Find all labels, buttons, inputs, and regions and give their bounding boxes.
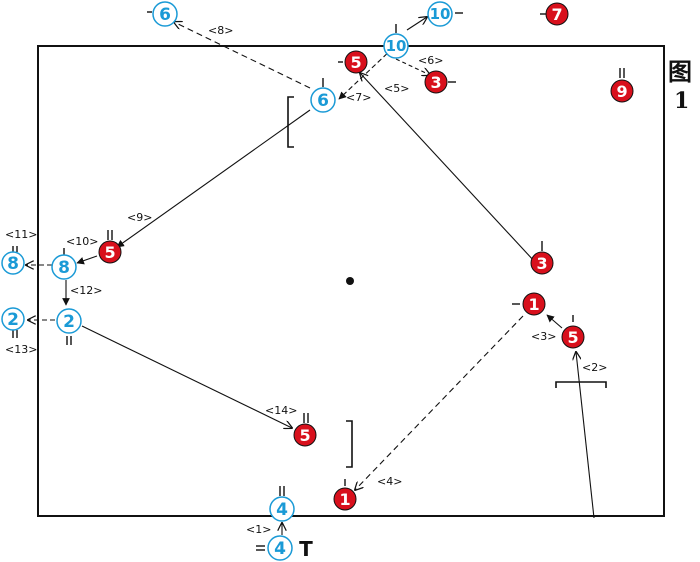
- pass-line-3: [546, 314, 563, 329]
- field-boundary: [37, 45, 665, 517]
- player-red-5-right: 5: [561, 325, 585, 349]
- pass-line-7: [338, 47, 394, 100]
- svg-text:4: 4: [274, 539, 286, 559]
- svg-text:5: 5: [299, 426, 310, 445]
- step-label-10: <10>: [66, 235, 98, 248]
- step-label-9: <9>: [127, 211, 152, 224]
- svg-text:6: 6: [159, 5, 171, 25]
- player-blue-4-out: 4: [267, 535, 293, 561]
- svg-text:2: 2: [7, 310, 19, 330]
- step-label-1: <1>: [246, 523, 271, 536]
- svg-text:10: 10: [386, 37, 407, 55]
- movement-lines: [26, 17, 595, 535]
- svg-text:9: 9: [616, 82, 627, 101]
- svg-text:6: 6: [317, 91, 329, 111]
- player-red-1: 1: [522, 292, 546, 316]
- step-label-14: <14>: [265, 404, 297, 417]
- player-red-1-bottom: 1: [333, 487, 357, 511]
- bracket-mark: [346, 420, 353, 468]
- step-label-4: <4>: [377, 475, 402, 488]
- step-label-5: <5>: [384, 82, 409, 95]
- step-label-3: <3>: [531, 330, 556, 343]
- step-label-12: <12>: [70, 284, 102, 297]
- player-ticks: [12, 11, 625, 551]
- pass-line-10: [76, 255, 98, 265]
- pass-line-8: [174, 22, 311, 89]
- player-red-3: 3: [530, 251, 554, 275]
- step-label-11: <11>: [5, 228, 37, 241]
- center-spot: [346, 277, 354, 285]
- player-blue-8: 8: [51, 254, 77, 280]
- player-blue-6: 6: [310, 87, 336, 113]
- svg-text:4: 4: [276, 500, 288, 520]
- player-blue-6-top: 6: [152, 1, 178, 27]
- player-red-5-left: 5: [98, 240, 122, 264]
- svg-text:10: 10: [430, 5, 451, 23]
- svg-text:3: 3: [430, 73, 441, 92]
- player-blue-10: 10: [383, 33, 409, 59]
- player-blue-4: 4: [269, 496, 295, 522]
- step-labels: <1> <2> <3> <4> <5> <6> <7> <8> <9> <10>…: [5, 24, 607, 536]
- step-label-13: <13>: [5, 343, 37, 356]
- player-blue-8-out: 8: [1, 251, 25, 275]
- player-red-3-top: 3: [424, 70, 448, 94]
- run-line-2: [576, 352, 595, 519]
- figure-label-char: 图: [668, 57, 692, 86]
- step-label-2: <2>: [582, 361, 607, 374]
- run-line-5: [360, 73, 536, 263]
- step-label-6: <6>: [418, 54, 443, 67]
- svg-text:8: 8: [7, 254, 19, 274]
- svg-text:3: 3: [536, 254, 547, 273]
- svg-text:5: 5: [567, 328, 578, 347]
- svg-text:1: 1: [528, 295, 539, 314]
- svg-text:8: 8: [58, 258, 70, 278]
- pass-line-14: [81, 325, 292, 428]
- svg-text:5: 5: [350, 53, 361, 72]
- player-blue-2: 2: [56, 308, 82, 334]
- coach-marker: T: [299, 537, 313, 561]
- player-red-5-bottom: 5: [293, 423, 317, 447]
- svg-text:1: 1: [339, 490, 350, 509]
- bracket-mark: [287, 96, 294, 148]
- player-red-7: 7: [545, 2, 569, 26]
- svg-text:7: 7: [551, 5, 562, 24]
- run-line-10: [406, 17, 427, 31]
- svg-text:5: 5: [104, 243, 115, 262]
- figure-label-number: 1: [674, 88, 690, 114]
- pass-line-9: [116, 109, 311, 248]
- player-red-9: 9: [610, 79, 634, 103]
- players: 6 10 10 6 8 8 2 2 4 4 7 5 3 9 5 3 1 5 5 …: [1, 1, 634, 561]
- player-blue-2-out: 2: [1, 307, 25, 331]
- step-label-8: <8>: [208, 24, 233, 37]
- svg-text:2: 2: [63, 312, 75, 332]
- pass-line-4: [355, 315, 524, 490]
- bracket-mark: [555, 381, 607, 388]
- run-line-6: [395, 58, 430, 75]
- player-blue-10-top: 10: [427, 1, 453, 27]
- player-red-5-top: 5: [344, 50, 368, 74]
- step-label-7: <7>: [346, 91, 371, 104]
